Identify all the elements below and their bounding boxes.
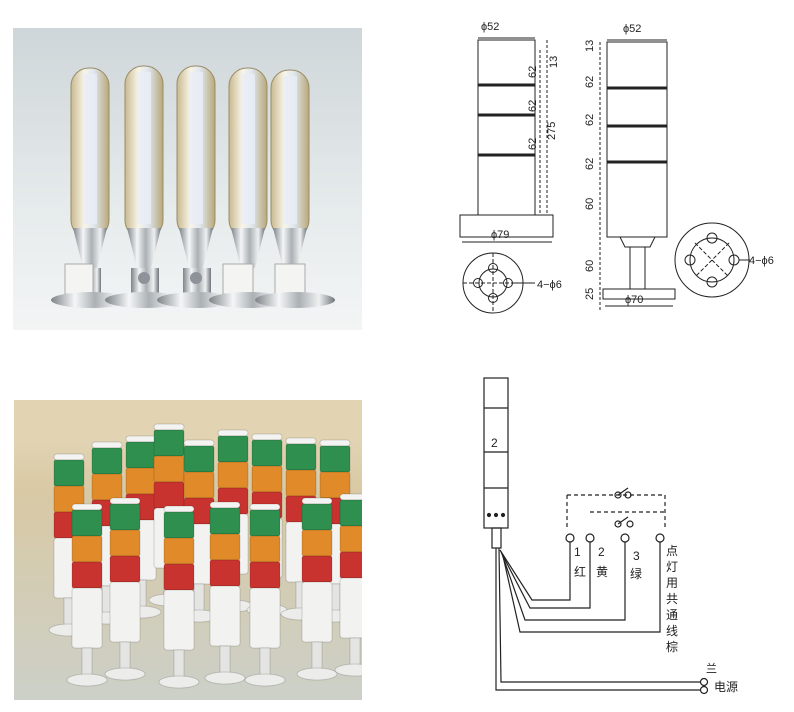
svg-text:通: 通 bbox=[666, 608, 678, 622]
dim-62b-right: 62 bbox=[584, 114, 596, 126]
switch-box bbox=[566, 494, 666, 530]
dim-62a-right: 62 bbox=[584, 76, 596, 88]
tower-light-5 bbox=[255, 69, 335, 308]
tower-light-3 bbox=[157, 65, 237, 308]
red-wire-label: 红 bbox=[574, 564, 586, 579]
tower-light-color bbox=[334, 493, 362, 677]
tower-schematic bbox=[483, 377, 509, 549]
tower-light-color bbox=[296, 497, 338, 681]
terminal-2-label: 2 bbox=[598, 545, 605, 559]
dim-62b-left: 62 bbox=[527, 100, 539, 112]
right-base-plan bbox=[674, 222, 750, 298]
power-label: 电源 bbox=[714, 680, 738, 694]
dim-holes-left: 4−ϕ6 bbox=[537, 279, 562, 291]
dim-13-left: 13 bbox=[548, 56, 560, 68]
dim-60-lower: 60 bbox=[584, 260, 596, 272]
left-base-plan bbox=[462, 252, 535, 314]
tower-light-color bbox=[244, 503, 286, 687]
svg-text:灯: 灯 bbox=[666, 560, 678, 574]
dim-diam-52-right: ϕ52 bbox=[623, 23, 641, 35]
tower-light-color bbox=[204, 501, 246, 685]
wire-bundle bbox=[495, 542, 700, 691]
tower-light-1 bbox=[51, 67, 131, 308]
right-elevation bbox=[599, 39, 676, 310]
dim-25: 25 bbox=[584, 288, 596, 300]
color-tower-lights-photo bbox=[14, 400, 362, 700]
svg-text:点: 点 bbox=[666, 544, 678, 558]
dim-diam-79: ϕ79 bbox=[491, 229, 509, 241]
left-elevation bbox=[459, 37, 554, 243]
dim-62c-left: 62 bbox=[527, 138, 539, 150]
dim-62a-left: 62 bbox=[527, 66, 539, 78]
svg-text:用: 用 bbox=[666, 576, 678, 590]
dim-diam-52-left: ϕ52 bbox=[481, 21, 499, 33]
tower-light-color bbox=[66, 503, 108, 687]
tower-light-color bbox=[104, 497, 146, 681]
dim-275: 275 bbox=[546, 122, 558, 140]
dim-62c-right: 62 bbox=[584, 158, 596, 170]
dim-holes-right: 4−ϕ6 bbox=[749, 255, 774, 267]
common-wire-label: 点 灯 用 共 通 线 棕 bbox=[666, 544, 678, 654]
terminal-1-label: 1 bbox=[574, 545, 581, 559]
ground-label: 兰 bbox=[706, 662, 717, 675]
svg-text:棕: 棕 bbox=[666, 639, 678, 654]
yellow-wire-label: 黄 bbox=[596, 565, 608, 579]
tower-light-2 bbox=[105, 65, 185, 308]
green-wire-label: 绿 bbox=[630, 566, 642, 581]
terminal-3-label: 3 bbox=[633, 549, 640, 563]
svg-text:线: 线 bbox=[666, 624, 678, 638]
switches bbox=[614, 487, 634, 528]
terminals bbox=[565, 533, 709, 695]
tower-light-color bbox=[158, 505, 200, 689]
dim-60-upper: 60 bbox=[584, 198, 596, 210]
dim-13-right: 13 bbox=[584, 40, 596, 52]
wiring-diagram: 2 1 2 3 红 黄 绿 点 灯 用 共 通 线 棕 bbox=[483, 377, 738, 695]
dim-diam-70: ϕ70 bbox=[625, 294, 643, 306]
dimension-drawing: ϕ52 13 62 62 62 275 ϕ79 4−ϕ6 ϕ52 13 62 6… bbox=[459, 21, 774, 314]
stack-label: 2 bbox=[491, 436, 498, 450]
chrome-tower-lights-photo bbox=[13, 28, 362, 330]
svg-text:共: 共 bbox=[666, 592, 678, 606]
tower-light-group bbox=[48, 423, 362, 689]
